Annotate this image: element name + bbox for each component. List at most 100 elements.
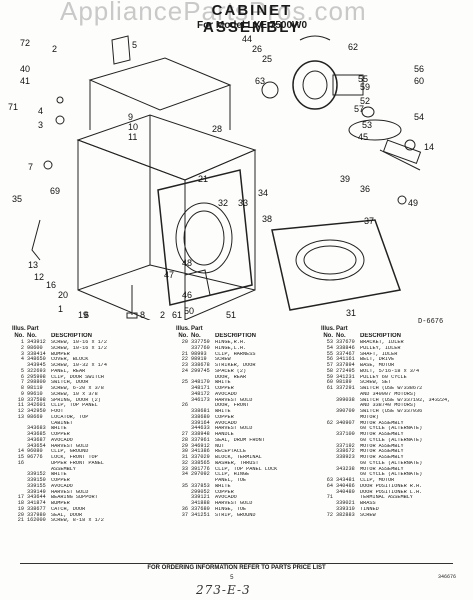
description-cell: 60 CYCLE (ALTERNATE): [360, 460, 423, 466]
part-no-cell: 340486: [336, 482, 355, 489]
description-cell: BUMPER: [51, 351, 70, 357]
description-cell: WHITE: [215, 380, 231, 386]
description-cell: SCREW, 6-20 x 3/8: [51, 386, 104, 391]
callout-number: 14: [424, 142, 434, 152]
part-no-cell: 348170: [191, 379, 210, 386]
description-cell: BRASS: [360, 501, 376, 506]
callout-number: 54: [414, 112, 424, 122]
description-cell: SCREW: [360, 512, 376, 518]
part-no-cell: 337192: [336, 442, 355, 449]
description-cell: CABINET: [51, 420, 73, 426]
description-cell: SCREW, 10-16 x 1/2: [51, 345, 108, 351]
part-no-cell: 339150: [27, 477, 46, 483]
rear-panel: [88, 57, 232, 111]
description-cell: 60 CYCLE (ALTERNATE): [360, 426, 423, 432]
illus-no-cell: 33: [181, 465, 188, 472]
part-no-cell: 343644: [27, 494, 46, 501]
part-no-cell: 341251: [191, 511, 210, 518]
part-no-cell: 338681: [191, 408, 210, 414]
illus-no-cell: 72: [326, 511, 333, 518]
callout-number: 45: [358, 132, 368, 142]
description-cell: SEAL, DRUM FRONT: [215, 437, 265, 443]
illus-no-cell: 12: [17, 408, 24, 414]
description-cell: HARVEST GOLD: [215, 426, 253, 432]
callout-number: 63: [255, 76, 265, 86]
parts-row: 60 CYCLE (ALTERNATE): [321, 472, 466, 478]
callout-number: 56: [414, 64, 424, 74]
part-no-cell: 337759: [191, 339, 210, 345]
parts-row: AND 340907 MOTORS): [321, 392, 466, 398]
callout-number: 28: [212, 124, 222, 134]
part-no-cell: 272495: [336, 367, 355, 374]
header-part: Part: [191, 326, 203, 332]
motor-assembly: [292, 60, 338, 110]
illus-no-cell: 36: [181, 505, 188, 512]
part-no-cell: 339021: [336, 500, 355, 506]
part-no-cell: 343683: [27, 425, 46, 432]
description-cell: AVOCADO: [215, 420, 237, 426]
description-cell: TINNED: [360, 506, 379, 512]
callout-number: 53: [362, 120, 372, 130]
part-no-cell: 339155: [27, 482, 46, 489]
part-no-cell: 348172: [191, 390, 210, 397]
illus-no-cell: 24: [181, 367, 188, 374]
description-cell: AVOCADO: [51, 437, 73, 443]
door-opening: [175, 202, 233, 274]
part-no-cell: 96776: [27, 454, 43, 460]
parts-row: AND 338740 MOTORS): [321, 403, 466, 409]
callout-number: 31: [346, 308, 356, 318]
header-part-no: No.: [27, 333, 37, 339]
part-no-cell: 337670: [336, 339, 355, 345]
header-part-no: No.: [336, 333, 346, 339]
header-description: DESCRIPTION: [215, 333, 257, 339]
illus-no-cell: 15: [17, 454, 24, 460]
description-cell: COPPER: [215, 414, 234, 420]
description-cell: SCREW, 8-18 x 1/2: [51, 518, 104, 524]
description-cell: DOOR, REAR: [215, 374, 247, 380]
description-cell: WHITE: [215, 483, 231, 489]
parts-row: MOTOR): [321, 415, 466, 421]
illus-no-cell: 34: [181, 471, 188, 478]
description-cell: CLIP, TOP PANEL LOCK: [215, 466, 278, 472]
callout-number: 72: [20, 38, 30, 48]
illus-no-cell: 64: [326, 482, 333, 489]
description-cell: RECEPTACLE: [215, 449, 247, 455]
description-cell: DOOR POSITIONER L.H.: [360, 489, 423, 495]
parts-list-header: Illus.Part No.No.DESCRIPTION: [176, 326, 316, 340]
illus-no-cell: 4: [20, 356, 24, 363]
illus-no-cell: 20: [181, 339, 188, 345]
description-cell: HARVEST GOLD: [215, 501, 253, 506]
callout-number: 47: [164, 270, 174, 280]
parts-list-header: Illus.Part No.No.DESCRIPTION: [321, 326, 466, 340]
part-no-cell: 338565: [191, 459, 210, 466]
description-cell: CLIP, HARNESS: [215, 351, 256, 357]
parts-list-header: Illus.Part No.No.DESCRIPTION: [12, 326, 158, 340]
callout-number: 35: [12, 194, 22, 204]
part-no-cell: 341231: [336, 373, 355, 380]
illus-no-cell: 17: [17, 494, 24, 501]
